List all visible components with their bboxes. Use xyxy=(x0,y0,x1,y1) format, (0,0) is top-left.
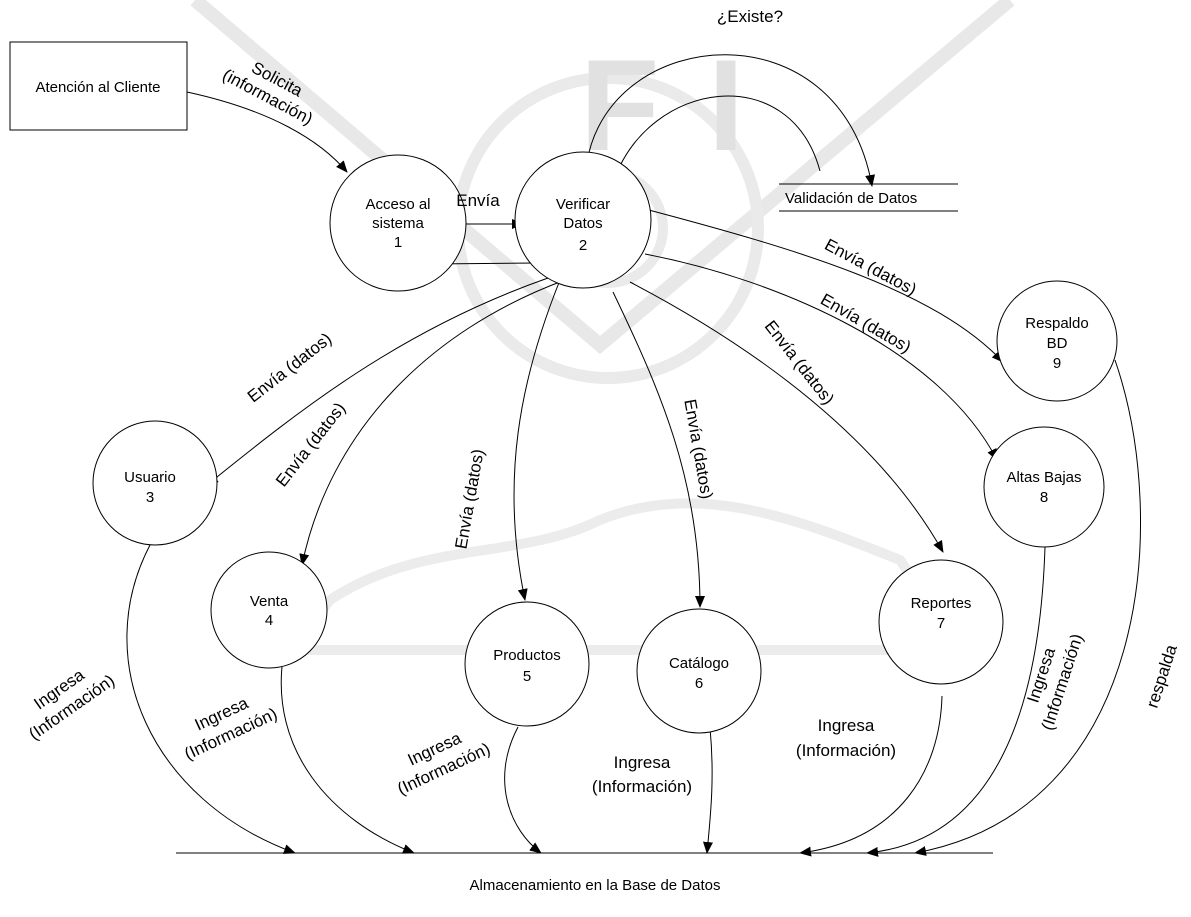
flow-to-reportes xyxy=(629,281,944,553)
flow-label-existe: ¿Existe? xyxy=(717,7,783,26)
data-store-validacion-label: Validación de Datos xyxy=(785,190,917,207)
flow-store-reportes xyxy=(799,695,943,857)
process-acceso-line-1: Acceso al xyxy=(365,196,430,213)
process-catalogo-line-1: Catálogo xyxy=(669,655,729,672)
process-venta-line-2: 4 xyxy=(265,612,273,629)
external-entity-label: Atención al Cliente xyxy=(35,79,160,96)
process-verificar: Verificar Datos 2 xyxy=(514,151,652,289)
data-store-validacion: Validación de Datos xyxy=(779,183,958,212)
flow-to-productos xyxy=(513,279,561,601)
flow-to-respaldo xyxy=(644,208,1004,363)
flow-label-envia-datos-venta: Envía (datos) xyxy=(272,399,349,490)
process-respaldo-line-2: BD xyxy=(1047,335,1068,352)
flow-store-respaldo xyxy=(914,359,1141,856)
flows xyxy=(126,54,1141,857)
process-respaldo: Respaldo BD 9 xyxy=(996,280,1118,402)
flow-store-altas xyxy=(866,546,1046,857)
flow-to-venta xyxy=(299,279,566,566)
process-altas-line-1: Altas Bajas xyxy=(1006,469,1081,486)
flow-label-envia-datos-usuario: Envía (datos) xyxy=(244,329,335,406)
process-catalogo-line-2: 6 xyxy=(695,675,703,692)
flow-label-envia-datos-reportes: Envía (datos) xyxy=(761,317,838,408)
external-entity-atencion: Atención al Cliente xyxy=(9,41,188,131)
process-catalogo: Catálogo 6 xyxy=(636,608,762,734)
process-reportes-line-2: 7 xyxy=(937,615,945,632)
flow-to-usuario xyxy=(206,277,549,486)
flow-label-envia-datos-respaldo: Envía (datos) xyxy=(821,235,919,299)
flow-label-envia-datos-altas: Envía (datos) xyxy=(817,290,914,357)
flow-solicita xyxy=(186,91,348,173)
process-productos: Productos 5 xyxy=(464,601,590,727)
flow-to-catalogo xyxy=(612,291,705,608)
process-acceso-line-2: sistema xyxy=(372,215,424,232)
process-respaldo-line-1: Respaldo xyxy=(1025,315,1088,332)
process-acceso: Acceso al sistema 1 xyxy=(329,154,467,292)
flow-to-altas xyxy=(644,253,998,461)
process-verificar-line-3: 2 xyxy=(579,237,587,254)
process-verificar-line-1: Verificar xyxy=(556,196,610,213)
flow-label-envia: Envía xyxy=(456,191,500,210)
process-usuario: Usuario 3 xyxy=(92,420,218,546)
flow-store-usuario xyxy=(126,544,296,854)
process-acceso-line-3: 1 xyxy=(394,234,402,251)
process-productos-line-1: Productos xyxy=(493,647,561,664)
process-altas: Altas Bajas 8 xyxy=(983,426,1105,548)
flow-label-ingresa-catalogo-2: (Información) xyxy=(592,777,692,796)
process-productos-line-2: 5 xyxy=(523,668,531,685)
flow-label-ingresa-reportes-2: (Información) xyxy=(796,741,896,760)
flow-label-respalda: respalda xyxy=(1143,642,1181,710)
process-altas-line-2: 8 xyxy=(1040,489,1048,506)
flow-store-catalogo xyxy=(703,727,713,854)
process-reportes-line-1: Reportes xyxy=(911,595,972,612)
process-venta: Venta 4 xyxy=(210,551,328,669)
data-store-almacenamiento: Almacenamiento en la Base de Datos xyxy=(176,852,993,894)
flow-label-envia-datos-productos: Envía (datos) xyxy=(451,448,487,551)
flow-store-productos xyxy=(504,726,542,854)
process-reportes: Reportes 7 xyxy=(878,559,1004,685)
flow-store-venta xyxy=(280,657,415,854)
flow-label-ingresa-catalogo-1: Ingresa xyxy=(614,753,671,772)
flow-existe xyxy=(586,54,875,187)
process-venta-line-1: Venta xyxy=(250,593,289,610)
flow-validacion-return xyxy=(613,95,821,181)
process-usuario-line-2: 3 xyxy=(146,489,154,506)
process-usuario-line-1: Usuario xyxy=(124,469,176,486)
flow-label-envia-datos-catalogo: Envía (datos) xyxy=(680,398,716,501)
process-respaldo-line-3: 9 xyxy=(1053,355,1061,372)
data-store-almacenamiento-label: Almacenamiento en la Base de Datos xyxy=(470,877,721,894)
process-verificar-line-2: Datos xyxy=(563,215,602,232)
flow-label-ingresa-reportes-1: Ingresa xyxy=(818,716,875,735)
watermark-letter-i: I xyxy=(708,32,744,178)
